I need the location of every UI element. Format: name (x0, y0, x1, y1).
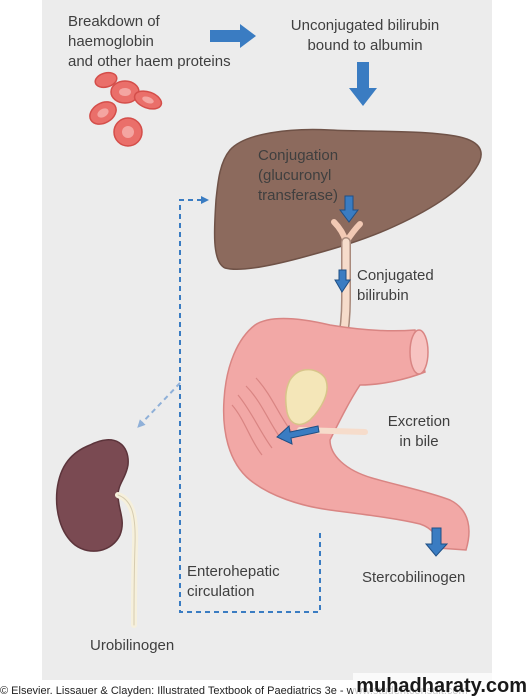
arrow-breakdown-to-unconjugated (210, 24, 256, 48)
intestine-opening (409, 329, 429, 375)
label-excretion-line1: Excretion (387, 413, 451, 430)
arrow-stercobilinogen-down (424, 527, 449, 557)
label-excretion-line2: in bile (399, 433, 439, 450)
label-breakdown-line2: haemoglobin (68, 33, 154, 50)
copyright-credit: © Elsevier. Lissauer & Clayden: Illustra… (0, 685, 468, 697)
arrow-conjugation-down (339, 195, 359, 223)
label-stercobilinogen: Stercobilinogen (362, 569, 466, 586)
label-conjugation-line1: Conjugation (258, 147, 339, 164)
label-excretion: Excretion in bile (378, 412, 460, 452)
label-unconjugated: Unconjugated bilirubin bound to albumin (265, 16, 465, 56)
enterohepatic-dashed-loop (179, 196, 321, 613)
label-breakdown-line1: Breakdown of (68, 13, 160, 30)
arrow-excretion-into-bowel (276, 425, 320, 445)
intestine-folds (231, 377, 293, 456)
rbc-5-center (122, 126, 134, 138)
label-conjugated-line2: bilirubin (357, 287, 409, 304)
rbc-2-center (119, 88, 131, 96)
label-enterohepatic-line1: Enterohepatic (187, 563, 280, 580)
label-enterohepatic-line2: circulation (187, 583, 255, 600)
label-breakdown-line3: and other haem proteins (68, 53, 231, 70)
label-conjugated: Conjugated bilirubin (357, 266, 434, 306)
label-conjugated-line1: Conjugated (357, 267, 434, 284)
rbc-3-center (142, 96, 154, 104)
label-conjugation-line2: (glucuronyl (258, 167, 332, 184)
label-urobilinogen: Urobilinogen (90, 637, 175, 654)
label-conjugation: Conjugation (glucuronyl transferase) (258, 146, 338, 206)
label-conjugation-line3: transferase) (258, 187, 339, 204)
red-blood-cells (89, 71, 163, 147)
arrow-conjugated-down (334, 269, 351, 293)
arrow-unconjugated-to-liver (349, 62, 377, 106)
label-unconjugated-line2: bound to albumin (307, 37, 423, 54)
label-breakdown: Breakdown of haemoglobin and other haem … (68, 12, 231, 72)
label-unconjugated-line1: Unconjugated bilirubin (290, 17, 440, 34)
intestine (222, 317, 470, 551)
label-enterohepatic: Enterohepatic circulation (187, 562, 280, 602)
rbc-1-center (97, 108, 109, 118)
rbc-4 (94, 71, 118, 89)
watermark: muhadharaty.com (353, 673, 530, 700)
dashed-arrow-to-kidney (137, 382, 181, 428)
kidney (55, 439, 139, 628)
gallbladder (285, 368, 328, 426)
